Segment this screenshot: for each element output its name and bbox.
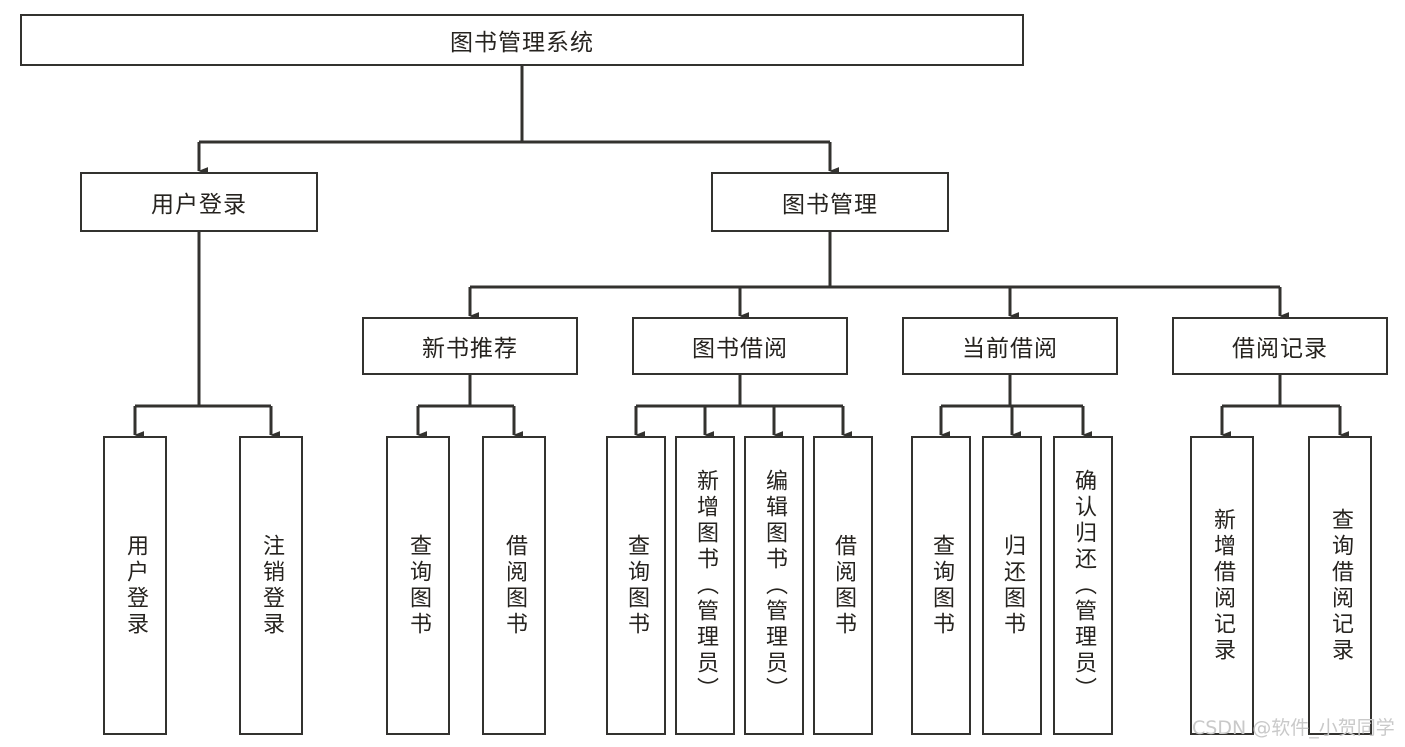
leaf-node-query-book-rec[interactable]: 查询图书 [386,436,450,735]
leaf-node-user-logout[interactable]: 注销登录 [239,436,303,735]
leaf-node-query-book-borrow[interactable]: 查询图书 [606,436,666,735]
leaf-node-borrow-book-rec[interactable]: 借阅图书 [482,436,546,735]
leaf-node-user-login[interactable]: 用户登录 [103,436,167,735]
node-label: 图书管理系统 [450,30,594,56]
node-root-system[interactable]: 图书管理系统 [20,14,1024,66]
leaf-node-confirm-return-admin[interactable]: 确认归还（管理员） [1053,436,1113,735]
connector-bus [1222,375,1340,408]
node-label: 当前借阅 [962,336,1058,362]
node-label: 查询图书 [406,533,431,638]
node-label: 编辑图书（管理员） [762,468,787,703]
leaf-node-borrow-book[interactable]: 借阅图书 [813,436,873,735]
connector-bus [135,232,271,408]
node-label: 借阅图书 [831,533,856,638]
leaf-node-return-book[interactable]: 归还图书 [982,436,1042,735]
leaf-node-add-book-admin[interactable]: 新增图书（管理员） [675,436,735,735]
node-label: 查询借阅记录 [1328,507,1353,664]
node-label: 用户登录 [151,192,247,218]
node-label: 查询图书 [624,533,649,638]
node-borrowing-record[interactable]: 借阅记录 [1172,317,1388,375]
node-label: 图书借阅 [692,336,788,362]
node-label: 图书管理 [782,192,878,218]
leaf-node-query-book-current[interactable]: 查询图书 [911,436,971,735]
connector-bus [418,375,514,408]
csdn-watermark: CSDN @软件_小贺同学 [1192,717,1395,739]
connector-bus [636,375,843,408]
leaf-node-edit-book-admin[interactable]: 编辑图书（管理员） [744,436,804,735]
node-label: 新增图书（管理员） [693,468,718,703]
node-current-borrowing[interactable]: 当前借阅 [902,317,1118,375]
leaf-node-add-borrow-record[interactable]: 新增借阅记录 [1190,436,1254,735]
node-new-book-recommendation[interactable]: 新书推荐 [362,317,578,375]
connector-bus [941,375,1083,408]
node-label: 注销登录 [259,533,284,638]
connector-bus [199,66,830,144]
leaf-node-query-borrow-record[interactable]: 查询借阅记录 [1308,436,1372,735]
node-label: 用户登录 [123,533,148,638]
connector-bus [470,232,1280,289]
node-book-management[interactable]: 图书管理 [711,172,949,232]
node-book-borrowing[interactable]: 图书借阅 [632,317,848,375]
node-label: 借阅记录 [1232,336,1328,362]
node-label: 新书推荐 [422,336,518,362]
node-label: 归还图书 [1000,533,1025,638]
node-label: 查询图书 [929,533,954,638]
node-user-login[interactable]: 用户登录 [80,172,318,232]
node-label: 确认归还（管理员） [1071,468,1096,703]
node-label: 新增借阅记录 [1210,507,1235,664]
node-label: 借阅图书 [502,533,527,638]
